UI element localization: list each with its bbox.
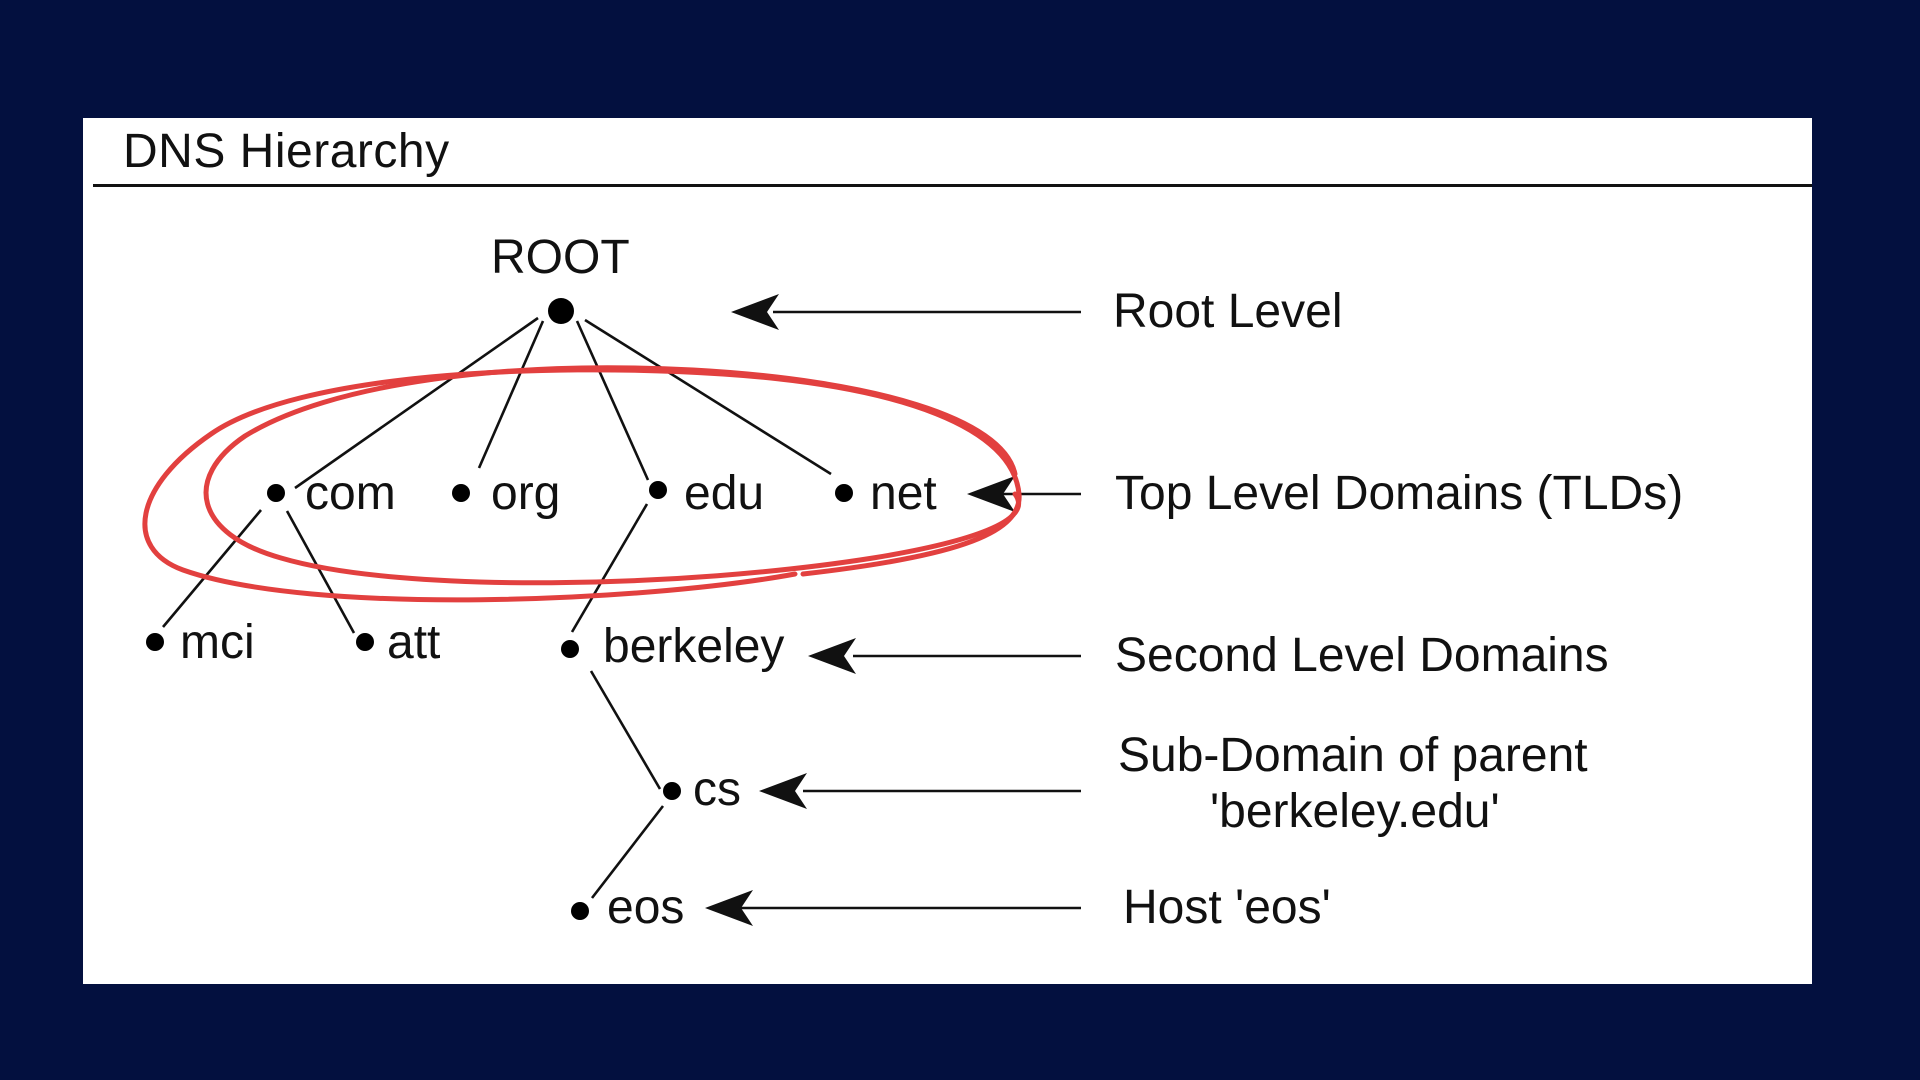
node-org-label: org xyxy=(491,467,560,520)
figure-title: DNS Hierarchy xyxy=(123,125,450,178)
edge-berkeley-cs xyxy=(589,670,662,790)
node-berkeley-dot xyxy=(561,640,579,658)
dns-tree-diagram: ROOT com org edu net mci att berkeley cs… xyxy=(142,231,1683,934)
tld-highlight-ellipse xyxy=(142,365,1022,603)
root-level-label: Root Level xyxy=(1113,285,1342,338)
tree-edges xyxy=(162,316,832,899)
edge-root-edu xyxy=(575,320,650,481)
edge-root-org xyxy=(477,320,545,469)
edge-cs-eos xyxy=(590,805,665,899)
subdomain-label-line2: 'berkeley.edu' xyxy=(1210,785,1500,838)
tld-highlight-outer-stroke xyxy=(142,367,1022,603)
tld-highlight-inner-stroke xyxy=(203,365,1022,586)
node-mci-dot xyxy=(146,633,164,651)
node-net-dot xyxy=(835,484,853,502)
tld-level-label: Top Level Domains (TLDs) xyxy=(1115,467,1683,520)
subdomain-label-line1: Sub-Domain of parent xyxy=(1118,729,1588,782)
dns-hierarchy-figure: DNS Hierarchy xyxy=(83,118,1812,984)
node-berkeley-label: berkeley xyxy=(603,620,784,673)
edge-root-com xyxy=(294,316,539,490)
tree-nodes xyxy=(146,298,853,920)
root-level-arrowhead xyxy=(731,294,779,330)
host-level-label: Host 'eos' xyxy=(1123,881,1331,934)
node-mci-label: mci xyxy=(180,616,255,669)
edge-com-mci xyxy=(162,509,262,628)
edge-com-att xyxy=(285,510,356,634)
second-level-label: Second Level Domains xyxy=(1115,629,1609,682)
node-att-dot xyxy=(356,633,374,651)
node-eos-dot xyxy=(571,902,589,920)
level-labels: Root Level Top Level Domains (TLDs) Seco… xyxy=(1113,285,1683,934)
node-com-dot xyxy=(267,484,285,502)
node-edu-dot xyxy=(649,481,667,499)
subdomain-arrowhead xyxy=(759,773,807,809)
tree-labels: ROOT com org edu net mci att berkeley cs… xyxy=(180,231,937,934)
node-eos-label: eos xyxy=(607,881,684,934)
second-level-arrowhead xyxy=(808,638,856,674)
node-att-label: att xyxy=(387,616,440,669)
title-divider xyxy=(93,184,1812,187)
edge-root-net xyxy=(584,318,832,476)
level-arrows xyxy=(705,294,1081,926)
tld-arrowhead xyxy=(967,476,1015,512)
node-net-label: net xyxy=(870,467,937,520)
host-arrowhead xyxy=(705,890,753,926)
node-root-label: ROOT xyxy=(491,231,630,284)
edge-edu-berkeley xyxy=(570,503,649,633)
node-cs-label: cs xyxy=(693,763,741,816)
node-org-dot xyxy=(452,484,470,502)
node-com-label: com xyxy=(305,467,396,520)
node-cs-dot xyxy=(663,782,681,800)
node-edu-label: edu xyxy=(684,467,764,520)
node-root-dot xyxy=(548,298,574,324)
